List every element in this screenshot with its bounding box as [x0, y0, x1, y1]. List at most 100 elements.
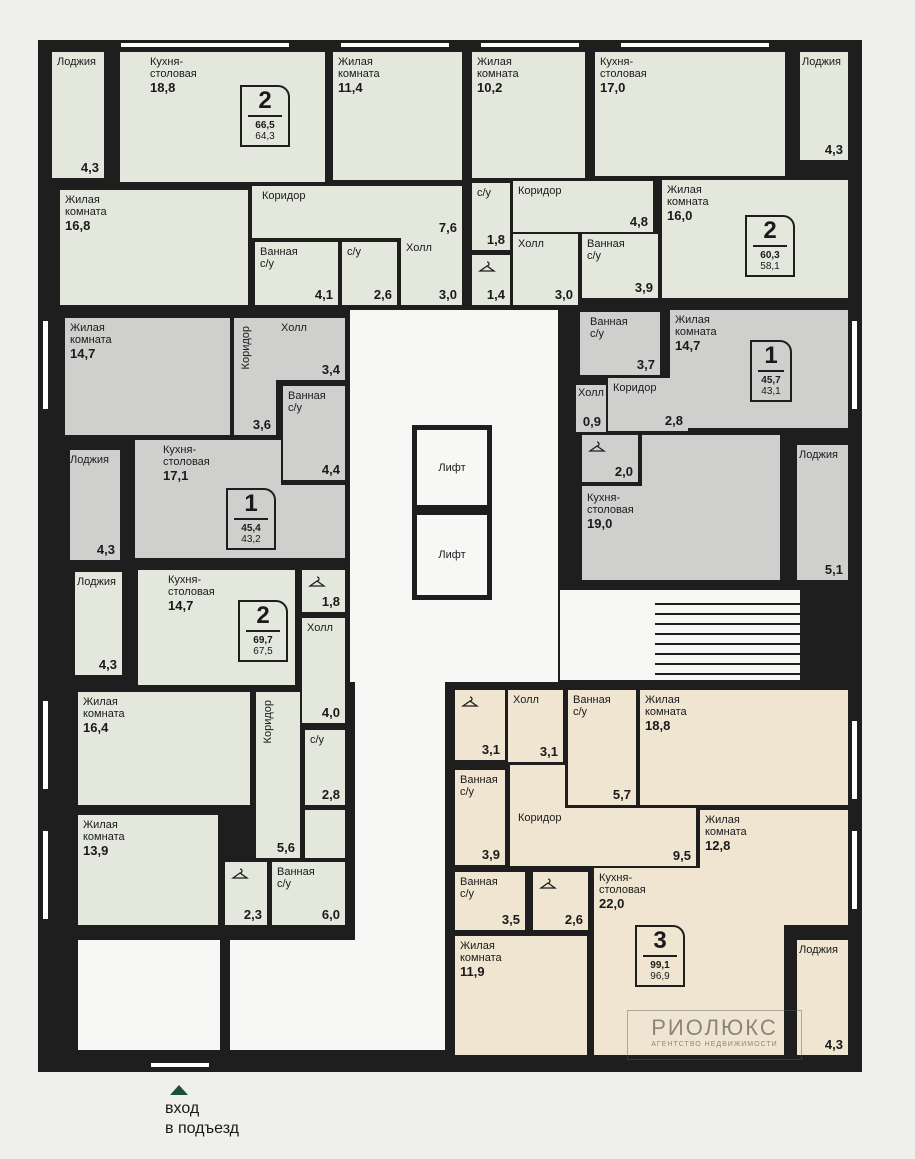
room-area: 4,3	[824, 1037, 843, 1052]
window	[120, 42, 290, 48]
room-area: 5,6	[276, 840, 295, 855]
room-area: 4,4	[321, 462, 340, 477]
room-bathroom-ext	[305, 810, 345, 858]
entrance-label: вход в подъезд	[165, 1085, 239, 1139]
room-name: Коридор	[518, 812, 562, 824]
label: 66,5	[255, 120, 275, 131]
room-area: 5,7	[612, 787, 631, 802]
room-name: Лоджия	[57, 56, 96, 68]
room-area: 3,1	[539, 744, 558, 759]
room-area: 3,6	[252, 417, 271, 432]
room-area: 14,7	[70, 346, 96, 361]
room-name: Лоджия	[77, 576, 116, 588]
room-area: 2,6	[564, 912, 583, 927]
window	[42, 700, 49, 790]
room-area: 17,1	[163, 468, 189, 483]
hanger-icon	[308, 576, 326, 587]
entrance-text: в подъезд	[165, 1120, 240, 1137]
vestibule	[78, 940, 220, 1050]
room-name: Ванная с/у	[288, 390, 326, 414]
hanger-icon	[588, 441, 606, 452]
room-area: 10,2	[477, 80, 503, 95]
room-area: 2,6	[373, 287, 392, 302]
room-name: Холл	[518, 238, 544, 250]
room-name: с/у	[347, 246, 362, 258]
room-area: 3,5	[501, 912, 520, 927]
room-name: Холл	[513, 694, 539, 706]
entrance-door[interactable]	[150, 1062, 210, 1068]
room-area: 16,0	[667, 208, 693, 223]
room-toilet: с/у 2,6	[342, 242, 397, 305]
elevator: Лифт	[412, 510, 492, 600]
room-name: Жилая комната	[460, 940, 502, 964]
window	[340, 42, 450, 48]
label: 2	[246, 602, 280, 632]
elevator: Лифт	[412, 425, 492, 510]
entrance-arrow-icon	[170, 1085, 188, 1095]
window	[620, 42, 770, 48]
room-name: Ванная с/у	[590, 316, 628, 340]
room-area: 3,7	[636, 357, 655, 372]
window	[851, 830, 858, 910]
room-name: Жилая комната	[477, 56, 519, 80]
room-bathroom: Ванная с/у 3,7	[580, 312, 660, 375]
label: 69,7	[253, 635, 273, 646]
window	[42, 830, 49, 920]
hanger-icon	[539, 878, 557, 889]
room-name: Коридор	[262, 190, 306, 202]
room-area: 19,0	[587, 516, 613, 531]
room-area: 4,1	[314, 287, 333, 302]
label: 2	[248, 87, 282, 117]
room-area: 4,3	[80, 160, 99, 175]
room-area: 18,8	[150, 80, 176, 95]
label: 43,2	[241, 534, 261, 545]
room-name: Ванная с/у	[587, 238, 625, 262]
room-name: Коридор	[613, 382, 657, 394]
elevator-label: Лифт	[438, 549, 466, 561]
entrance-text: вход	[165, 1100, 200, 1117]
room-name: Лоджия	[799, 449, 838, 461]
room-name: Коридор	[240, 326, 252, 370]
room-name: Жилая комната	[83, 819, 125, 843]
room-name: Лоджия	[802, 56, 841, 68]
window	[42, 320, 49, 410]
room-name: Жилая комната	[83, 696, 125, 720]
label: 58,1	[760, 261, 780, 272]
room-name: Лоджия	[70, 454, 109, 466]
room-name: Жилая комната	[338, 56, 380, 80]
room-wardrobe: 2,0	[582, 435, 638, 482]
room-name: Холл	[578, 387, 604, 399]
window	[851, 320, 858, 410]
room-wardrobe: 1,8	[302, 570, 345, 612]
room-area: 16,8	[65, 218, 91, 233]
room-area: 3,0	[438, 287, 457, 302]
room-kitchen-ext	[642, 435, 780, 487]
label: 2	[753, 217, 787, 247]
room-area: 11,9	[460, 964, 485, 979]
room-area: 4,3	[98, 657, 117, 672]
room-area: 17,0	[600, 80, 626, 95]
label: 67,5	[253, 646, 273, 657]
label: 43,1	[761, 386, 781, 397]
room-name: Холл	[307, 622, 333, 634]
room-area: 4,8	[629, 214, 648, 229]
